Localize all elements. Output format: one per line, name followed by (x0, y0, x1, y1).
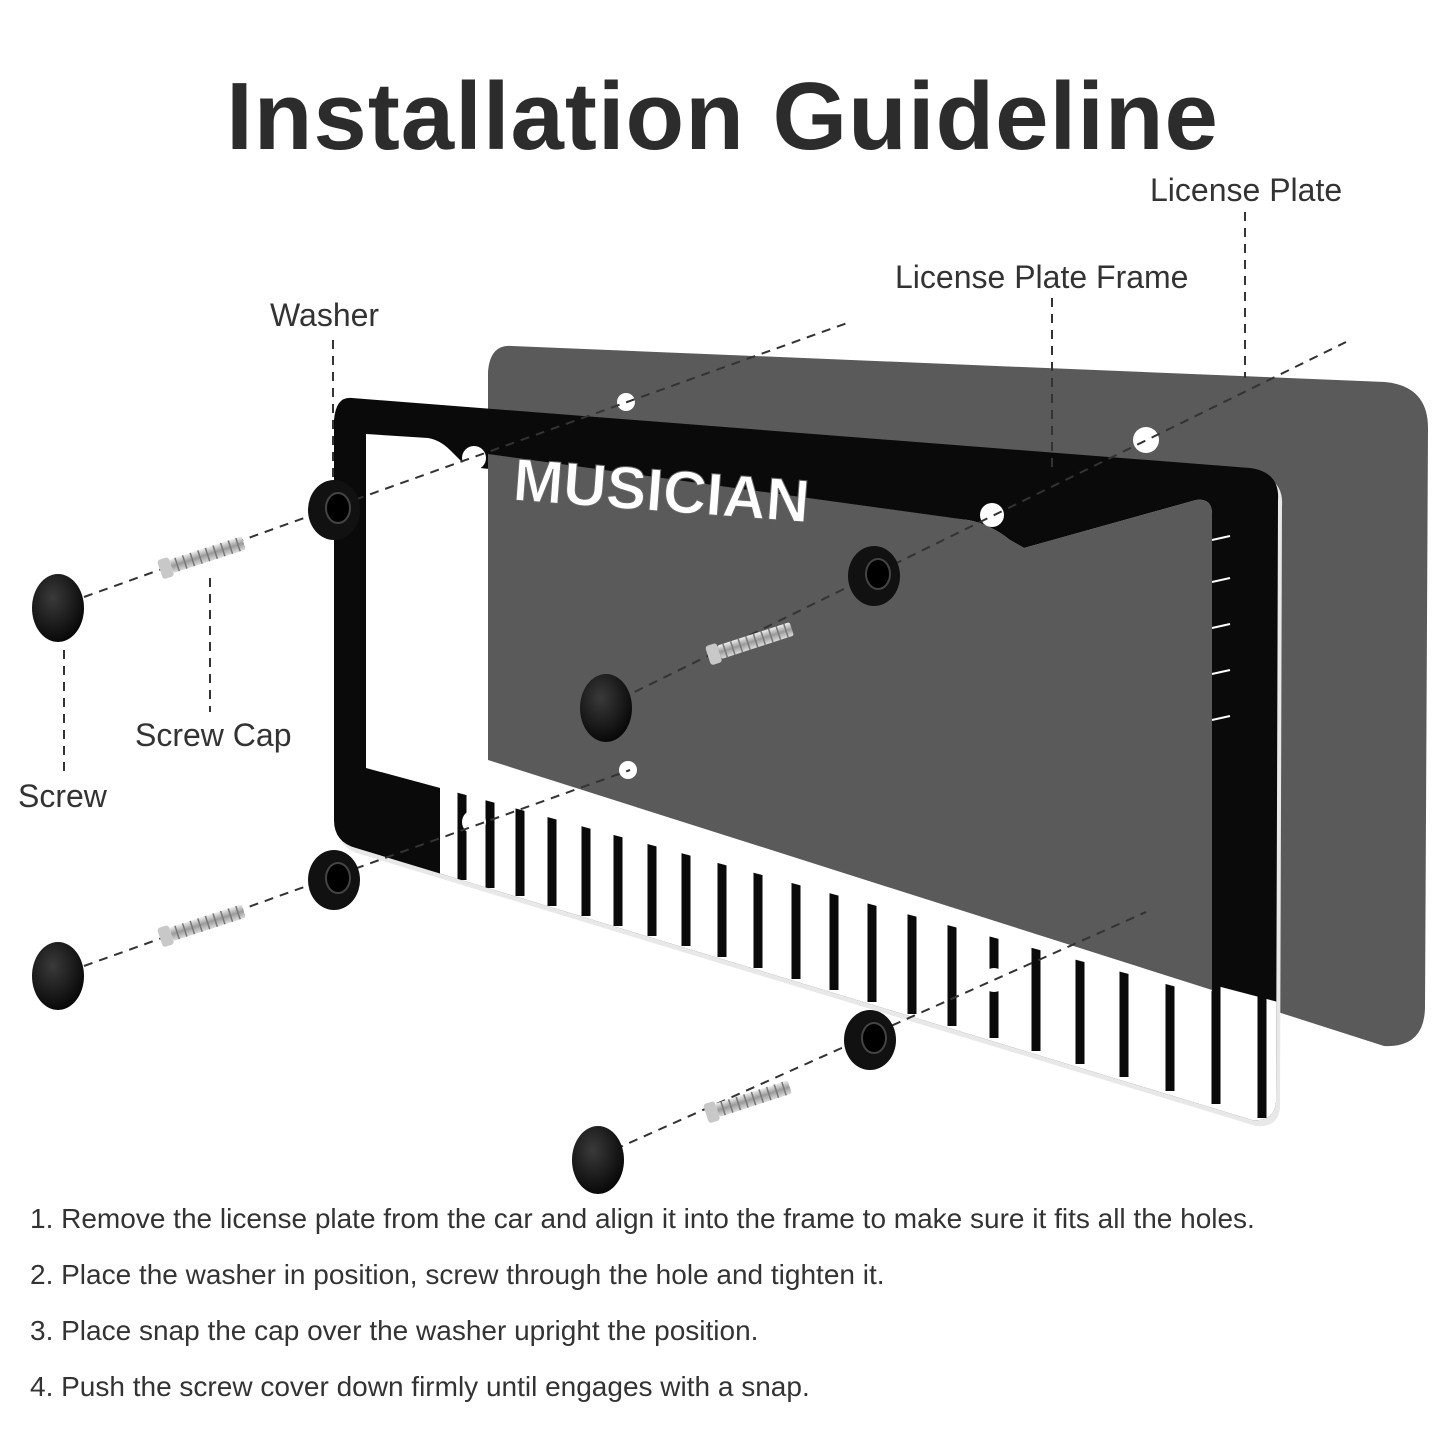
hardware-set (572, 1010, 896, 1194)
frame-hole (980, 503, 1004, 527)
screw-icon (705, 622, 794, 665)
screw-icon (157, 904, 246, 947)
license-plate-frame: MUSICIAN (334, 393, 1283, 1127)
hardware-set (32, 480, 360, 642)
screw-cap-icon (572, 1126, 624, 1194)
frame-hole (982, 968, 1006, 992)
washer-icon (308, 850, 360, 910)
callout-screw: Screw (18, 778, 107, 814)
instruction-step: 3. Place snap the cap over the washer up… (30, 1315, 759, 1346)
callout-washer: Washer (270, 297, 380, 333)
washer-icon (308, 480, 360, 540)
screw-cap-icon (32, 574, 84, 642)
hardware-set (580, 546, 900, 742)
screw-cap-icon (580, 674, 632, 742)
screw-cap-icon (32, 942, 84, 1010)
instruction-step: 1. Remove the license plate from the car… (30, 1203, 1255, 1234)
callout-license-plate-frame: License Plate Frame (895, 259, 1189, 295)
instruction-step: 2. Place the washer in position, screw t… (30, 1259, 885, 1290)
page-title: Installation Guideline (226, 63, 1219, 170)
callout-screw-cap: Screw Cap (135, 717, 292, 753)
washer-icon (844, 1010, 896, 1070)
plate-hole (1133, 427, 1159, 453)
callout-license-plate: License Plate (1150, 172, 1343, 208)
instruction-list: 1. Remove the license plate from the car… (30, 1196, 1255, 1420)
screw-icon (703, 1080, 792, 1123)
frame-hole (462, 446, 486, 470)
washer-icon (848, 546, 900, 606)
hardware-set (32, 850, 360, 1010)
instruction-step: 4. Push the screw cover down firmly unti… (30, 1371, 810, 1402)
screw-icon (157, 536, 246, 579)
